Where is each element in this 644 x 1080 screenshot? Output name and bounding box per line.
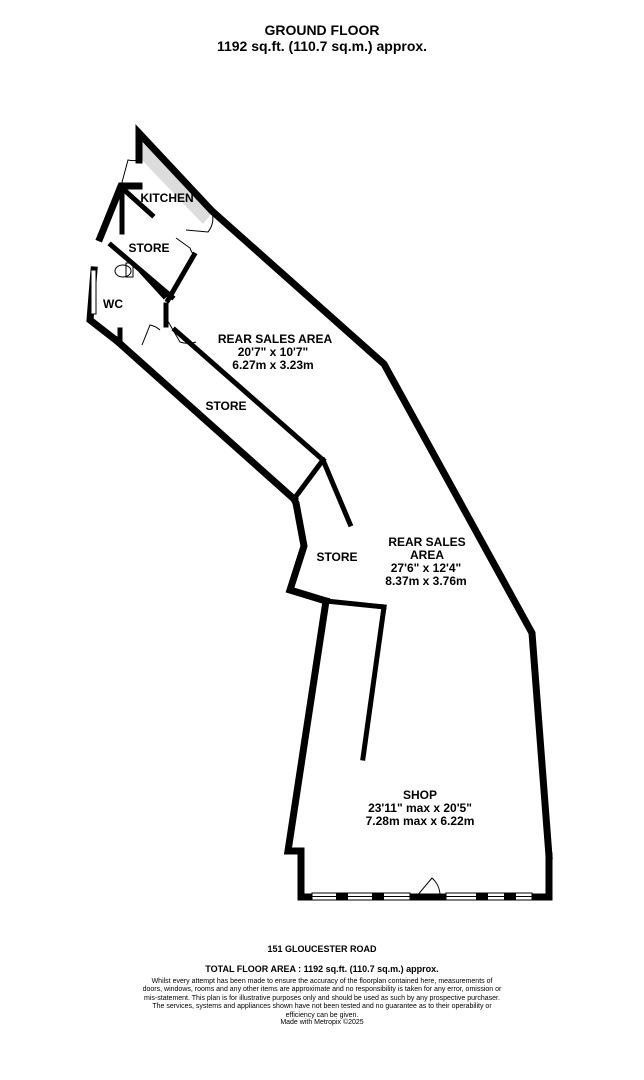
wall-store-end xyxy=(290,456,327,503)
disclaimer-text: Whilst every attempt has been made to en… xyxy=(142,978,502,1019)
rear-sales-2-dim-metric: 8.37m x 3.76m xyxy=(385,574,466,588)
store-low-label: STORE xyxy=(316,550,357,564)
outer-wall-shop-left xyxy=(283,597,330,901)
rear-sales-2-dim-imperial: 27'6" x 12'4" xyxy=(391,561,461,575)
wall-store-rear-sales xyxy=(171,326,327,464)
rear-sales-door xyxy=(165,317,197,344)
floor-title: GROUND FLOOR xyxy=(264,22,380,38)
outer-wall-upper xyxy=(135,124,553,860)
rear-sales-2-label-line2: AREA xyxy=(410,548,444,562)
rear-sales-1-label: REAR SALES AREA xyxy=(218,332,333,346)
toilet-icon xyxy=(114,264,132,278)
shop-entrance-door xyxy=(415,877,441,898)
outer-wall-right-lower xyxy=(537,852,553,901)
shop-front-windows xyxy=(311,892,533,901)
wall-store-right xyxy=(164,251,198,304)
kitchen-door xyxy=(120,159,140,187)
total-floor-area: TOTAL FLOOR AREA : 1192 sq.ft. (110.7 sq… xyxy=(205,964,439,974)
wall-shop-partition xyxy=(360,604,387,761)
store-top-label: STORE xyxy=(128,241,169,255)
toilet-cistern xyxy=(125,262,134,278)
outer-wall-rear-left xyxy=(112,336,299,504)
store-door xyxy=(175,237,195,256)
shop-dim-imperial: 23'11" max x 20'5" xyxy=(368,801,472,815)
wall-store-low-right xyxy=(319,456,354,528)
wall-store-low-bottom xyxy=(323,598,387,610)
made-with-credit: Made with Metropix ©2025 xyxy=(280,1019,364,1026)
floor-plan: KITCHEN STORE WC REAR SALES AREA 20'7" x… xyxy=(86,124,553,901)
kitchen-inner-door xyxy=(185,211,214,233)
rear-sales-1-dim-imperial: 20'7" x 10'7" xyxy=(238,345,308,359)
floor-area: 1192 sq.ft. (110.7 sq.m.) approx. xyxy=(216,38,428,54)
wall-wc-inner xyxy=(138,268,168,300)
wc-label: WC xyxy=(103,297,123,311)
kitchen-label: KITCHEN xyxy=(140,191,193,205)
rear-sales-2-label-line1: REAR SALES xyxy=(388,535,465,549)
property-address: 151 GLOUCESTER ROAD xyxy=(267,944,377,954)
wall-kitchen-store xyxy=(118,184,156,219)
wc-door xyxy=(141,324,161,346)
store-mid-label: STORE xyxy=(205,399,246,413)
shop-dim-metric: 7.28m max x 6.22m xyxy=(366,814,475,828)
rear-sales-1-dim-metric: 6.27m x 3.23m xyxy=(232,358,313,372)
shop-label: SHOP xyxy=(403,788,437,802)
wc-window xyxy=(90,269,97,315)
